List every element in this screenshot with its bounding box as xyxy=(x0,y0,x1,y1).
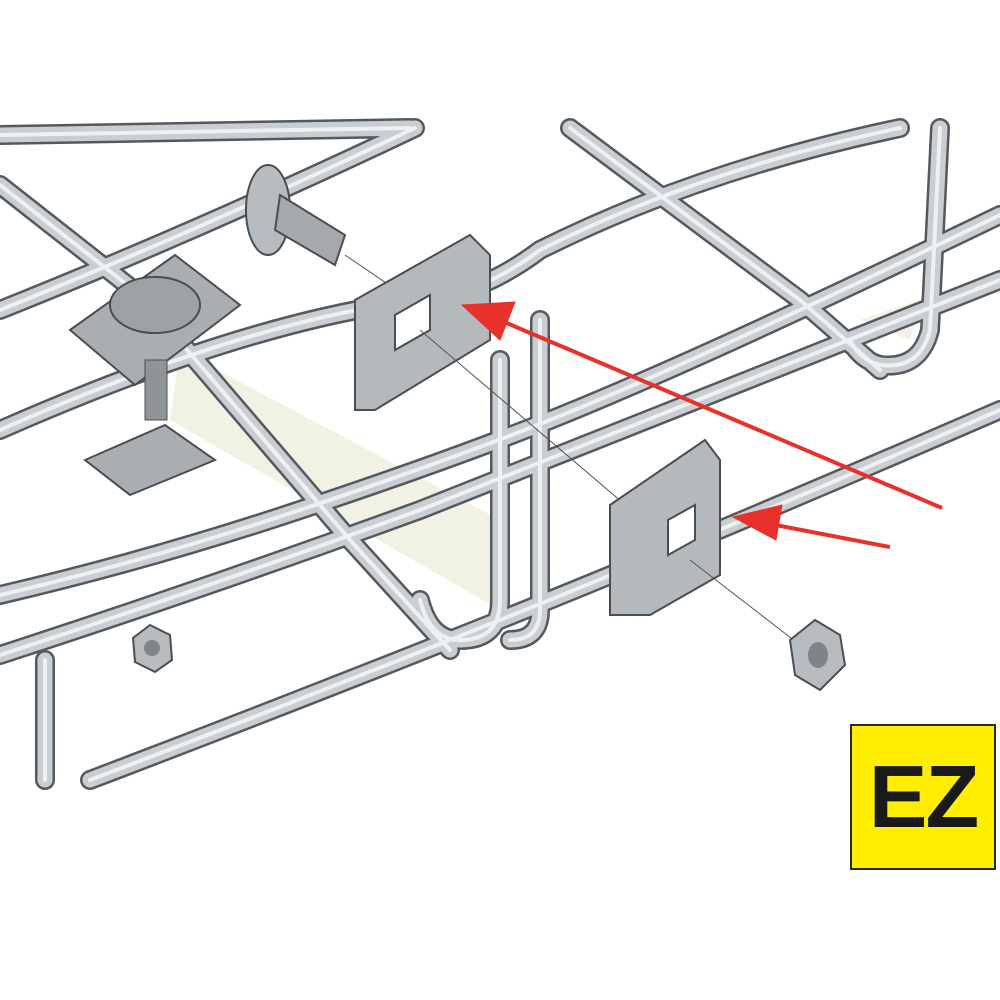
arrow-icon xyxy=(460,301,943,510)
clamp-icon xyxy=(68,253,242,497)
arrow-icon xyxy=(731,504,891,549)
ez-badge: EZ xyxy=(850,724,996,870)
ez-badge-label: EZ xyxy=(868,747,979,846)
splice-bracket-icon xyxy=(609,438,801,646)
nut-icon xyxy=(788,618,847,692)
nut-icon xyxy=(131,623,174,674)
